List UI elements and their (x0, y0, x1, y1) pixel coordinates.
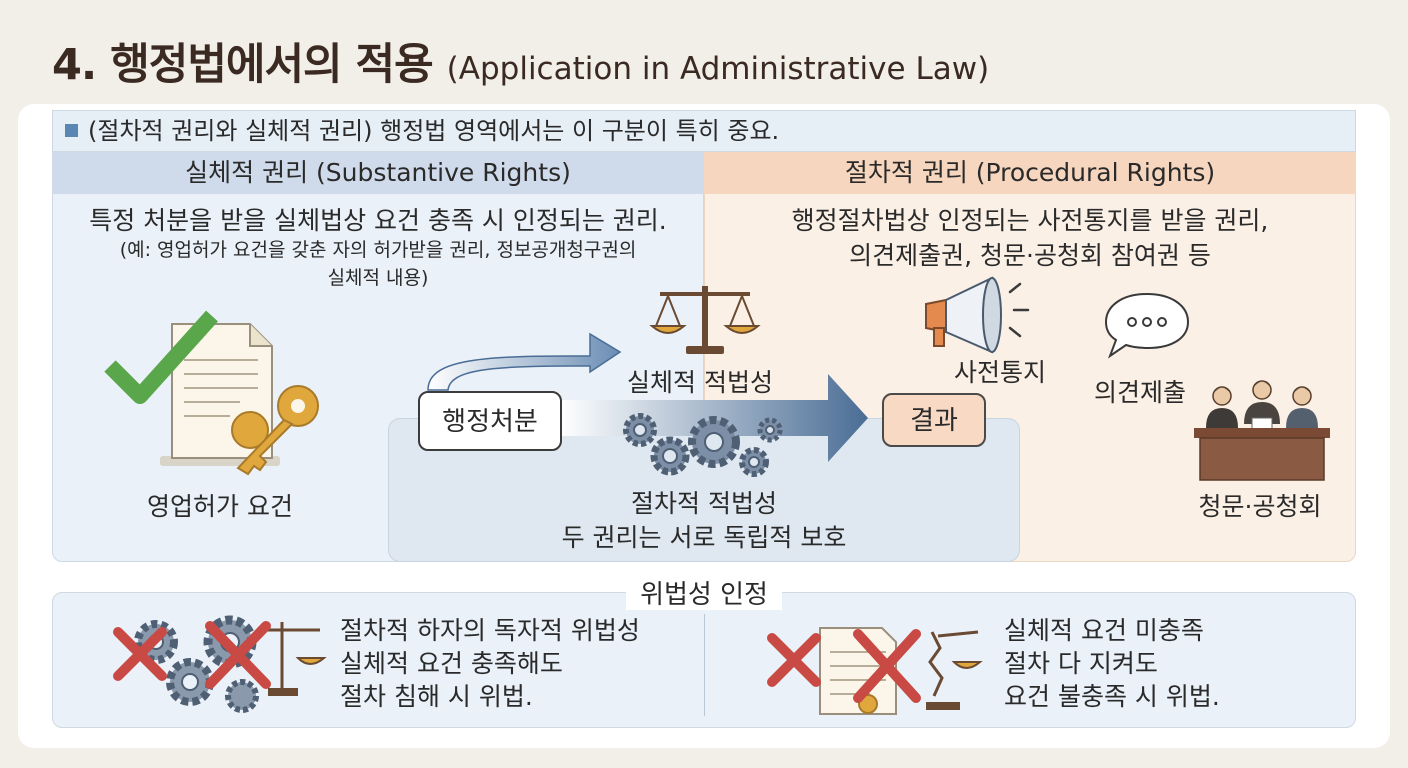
substantive-defect-icon (767, 627, 983, 715)
title-main: 4. 행정법에서의 적용 (52, 40, 434, 90)
result-node: 결과 (882, 393, 986, 447)
substantive-legality-label: 실체적 적법성 (627, 368, 773, 397)
gears-icon (623, 413, 783, 477)
substantive-defect-line3: 요건 불충족 시 위법. (1004, 682, 1220, 711)
independence-label: 두 권리는 서로 독립적 보호 (561, 523, 847, 552)
illegality-label: 위법성 인정 (0, 574, 1408, 611)
bottom-divider (704, 614, 705, 716)
intro-text: (절차적 권리와 실체적 권리) 행정법 영역에서는 이 구분이 특히 중요. (88, 117, 780, 145)
substantive-description: 특정 처분을 받을 실체법상 요건 충족 시 인정되는 권리. (89, 206, 667, 235)
procedural-defect-line1: 절차적 하자의 독자적 위법성 (340, 616, 640, 645)
procedural-legality-label: 절차적 적법성 (631, 489, 777, 518)
opinion-submission-label: 의견제출 (1093, 378, 1186, 407)
curved-arrow-icon (427, 332, 622, 391)
scale-icon (649, 286, 761, 354)
substantive-header: 실체적 권리 (Substantive Rights) (52, 152, 704, 194)
megaphone-icon (925, 276, 1030, 354)
procedural-description-line1: 행정절차법상 인정되는 사전통지를 받을 권리, (791, 206, 1269, 235)
business-permit-label: 영업허가 요건 (147, 492, 293, 521)
page-title: 4. 행정법에서의 적용 (Application in Administrat… (52, 30, 989, 92)
procedural-defect-line2: 실체적 요건 충족해도 (340, 649, 563, 678)
illegality-label-text: 위법성 인정 (626, 580, 782, 610)
substantive-defect-line1: 실체적 요건 미충족 (1004, 616, 1204, 645)
speech-bubble-icon (1104, 292, 1190, 359)
procedural-header: 절차적 권리 (Procedural Rights) (704, 152, 1356, 194)
procedural-defect-icon (113, 615, 327, 713)
procedural-defect-text: 절차적 하자의 독자적 위법성 실체적 요건 충족해도 절차 침해 시 위법. (340, 614, 640, 713)
substantive-defect-text: 실체적 요건 미충족 절차 다 지켜도 요건 불충족 시 위법. (1004, 614, 1220, 713)
administrative-action-node: 행정처분 (418, 391, 562, 451)
substantive-example-line2: 실체적 내용) (327, 267, 429, 289)
procedural-description-line2: 의견제출권, 청문·공청회 참여권 등 (849, 241, 1211, 270)
prior-notice-label: 사전통지 (953, 358, 1046, 387)
substantive-defect-line2: 절차 다 지켜도 (1004, 649, 1158, 678)
document-check-key-icon (104, 310, 319, 476)
title-sub: (Application in Administrative Law) (446, 51, 990, 87)
substantive-example-line1: (예: 영업허가 요건을 갖춘 자의 허가받을 권리, 정보공개청구권의 (119, 239, 637, 261)
square-bullet-icon (65, 124, 78, 137)
procedural-defect-line3: 절차 침해 시 위법. (340, 682, 533, 711)
intro-bar: (절차적 권리와 실체적 권리) 행정법 영역에서는 이 구분이 특히 중요. (52, 110, 1356, 152)
hearing-panel-icon (1194, 380, 1330, 481)
hearing-label: 청문·공청회 (1198, 492, 1322, 521)
